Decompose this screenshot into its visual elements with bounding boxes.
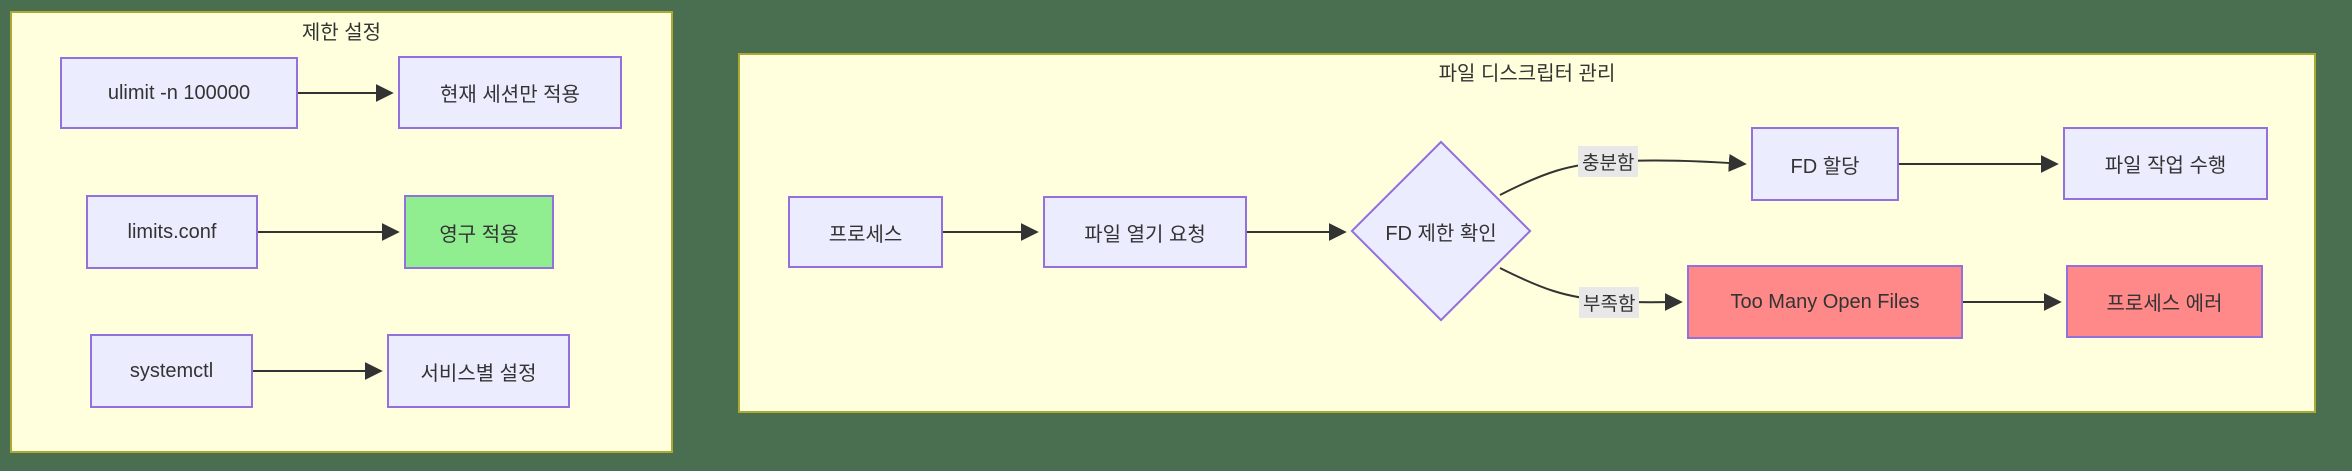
- node-process-error: 프로세스 에러: [2066, 265, 2263, 338]
- panel-title-fd-management: 파일 디스크립터 관리: [1438, 63, 1616, 85]
- edge-label-sufficient: 충분함: [1578, 146, 1639, 177]
- node-too-many-open-files: Too Many Open Files: [1687, 265, 1963, 339]
- node-permanent-apply: 영구 적용: [404, 195, 554, 269]
- edge-label-insufficient: 부족함: [1579, 287, 1640, 318]
- node-file-open-request: 파일 열기 요청: [1043, 196, 1247, 268]
- node-systemctl: systemctl: [90, 334, 253, 408]
- node-per-service-setting: 서비스별 설정: [387, 334, 570, 408]
- node-process: 프로세스: [788, 196, 943, 268]
- panel-title-limit-settings: 제한 설정: [301, 22, 382, 44]
- decision-fd-limit-check-label: FD 제한 확인: [1385, 222, 1497, 245]
- node-ulimit-command: ulimit -n 100000: [60, 57, 298, 129]
- node-fd-allocate: FD 할당: [1751, 127, 1899, 201]
- node-file-operation: 파일 작업 수행: [2063, 127, 2268, 200]
- node-limits-conf: limits.conf: [86, 195, 258, 269]
- node-current-session-only: 현재 세션만 적용: [398, 56, 622, 129]
